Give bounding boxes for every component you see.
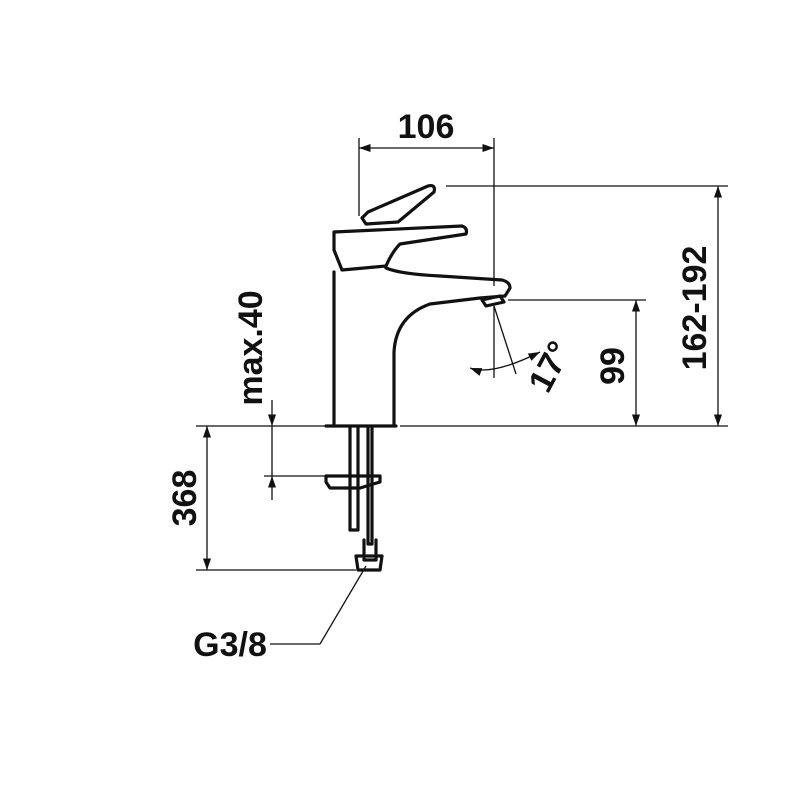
dimension-label-106: 106 — [398, 108, 455, 146]
aerator — [480, 294, 506, 308]
dimension-label-99: 99 — [594, 347, 632, 385]
dimension-106: 106 — [358, 108, 495, 286]
faucet-body — [332, 266, 512, 426]
dimension-162-192: 162-192 — [400, 185, 728, 427]
connection-label: G3/8 — [193, 626, 267, 664]
dimension-label-368: 368 — [166, 470, 204, 527]
dimension-368: 368 — [166, 425, 356, 571]
mounting-rod — [348, 426, 360, 532]
hose-nut — [354, 554, 384, 572]
supply-hose — [362, 538, 378, 562]
faucet-outline — [324, 184, 512, 572]
angle-17: 17° — [469, 305, 579, 398]
lever-handle — [360, 184, 436, 226]
fixing-washer — [324, 474, 382, 490]
connection-callout: G3/8 — [193, 565, 367, 664]
dimension-99: 99 — [508, 299, 646, 426]
dimension-max-40: max.40 — [232, 290, 326, 500]
handle-cap — [332, 224, 469, 272]
angle-label: 17° — [521, 335, 579, 398]
dimension-label-max-40: max.40 — [232, 290, 270, 405]
dimension-label-162-192: 162-192 — [676, 246, 714, 371]
